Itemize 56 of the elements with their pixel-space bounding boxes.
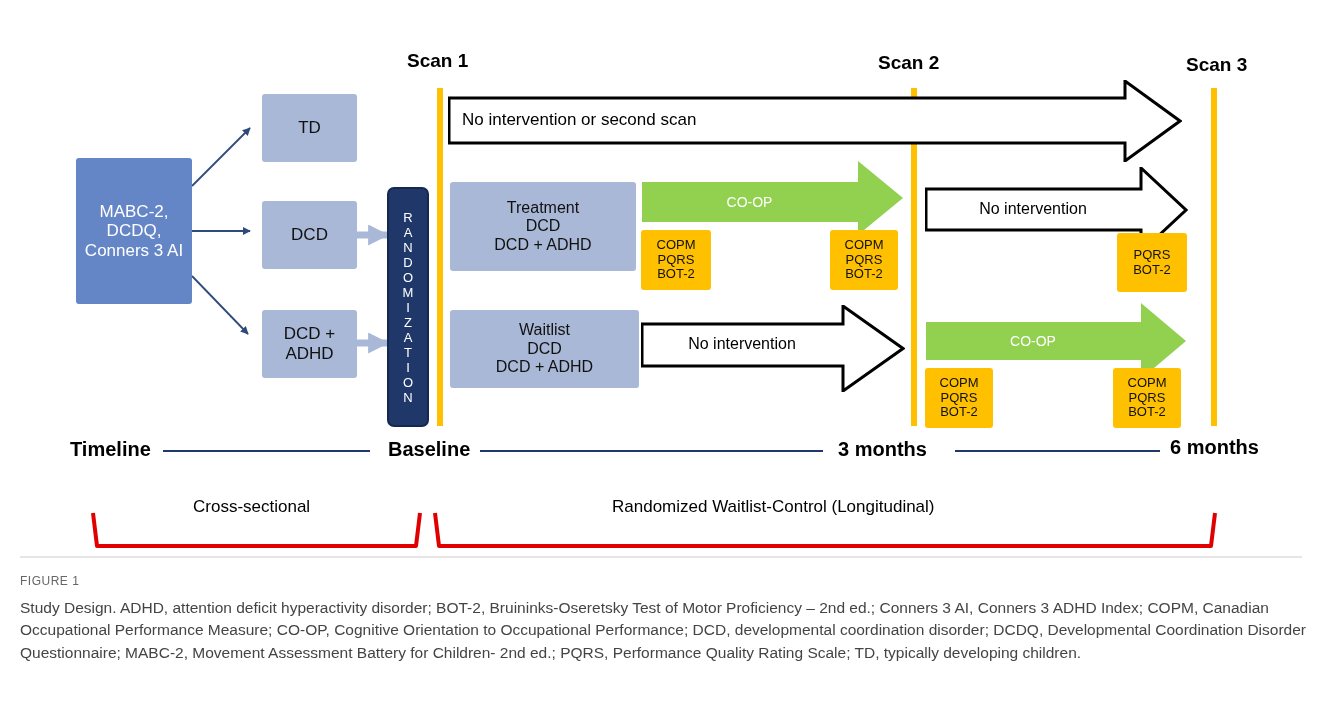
measures-box (1113, 368, 1181, 428)
screening-box (76, 158, 192, 304)
randomization-bar (387, 187, 429, 427)
box-label: DCD + ADHD (282, 324, 337, 364)
group-box (450, 182, 636, 271)
arrow-label: No intervention or second scan (462, 110, 697, 131)
group-box (450, 310, 639, 388)
box-label: PQRS (657, 252, 695, 268)
measures-box (830, 230, 898, 290)
box-label: DCD + ADHD (494, 235, 592, 255)
box-label: BOT-2 (845, 267, 883, 283)
box-label: BOT-2 (1128, 405, 1166, 421)
box-label: TD (298, 118, 321, 138)
box-label: DCD (525, 217, 561, 236)
box-label: PQRS (845, 252, 883, 268)
arrow-label: No intervention (687, 335, 797, 354)
section-label: Cross-sectional (193, 497, 311, 517)
section-label: Randomized Waitlist-Control (Longitudinal) (612, 497, 935, 517)
box-label: PQRS (940, 390, 978, 406)
box-label: BOT-2 (940, 405, 978, 421)
box-label: COPM (656, 237, 696, 253)
box-label: BOT-2 (1133, 262, 1171, 278)
timeline-label: 6 months (1170, 436, 1259, 459)
arrow (191, 127, 251, 187)
figure-number: FIGURE 1 (20, 574, 80, 588)
arrow (191, 227, 251, 235)
vertical-label: RANDOMIZATION (401, 209, 415, 405)
box-label: PQRS (1133, 247, 1171, 263)
measures-box (641, 230, 711, 290)
box-label: DCD (291, 225, 328, 245)
group-box (262, 94, 357, 162)
box-label: DCD + ADHD (495, 358, 594, 377)
arrow-label: CO-OP (725, 193, 774, 210)
box-label: PQRS (1128, 390, 1166, 406)
box-label: COPM (844, 237, 884, 253)
group-box (262, 310, 357, 378)
box-label: Waitlist (519, 321, 570, 340)
box-label: COPM (1127, 375, 1167, 391)
box-label: MABC-2, DCDQ, Conners 3 AI (83, 201, 185, 261)
box-label: Treatment (506, 198, 580, 218)
arrow (191, 275, 249, 335)
timeline-label: Baseline (388, 438, 471, 461)
timeline-label: 3 months (838, 438, 927, 461)
scan-label: Scan 1 (407, 50, 469, 72)
box-label: DCD (527, 339, 562, 359)
measures-box (1117, 233, 1187, 292)
box-label: COPM (939, 375, 979, 391)
scan-label: Scan 3 (1186, 54, 1248, 76)
scan-label: Scan 2 (878, 52, 940, 74)
measures-box (925, 368, 993, 428)
timeline-label: Timeline (70, 438, 151, 461)
arrow-label: CO-OP (1009, 332, 1057, 349)
arrow-label: No intervention (978, 199, 1088, 218)
box-label: BOT-2 (657, 267, 695, 283)
caption: Study Design. ADHD, attention deficit hyperactivity disorder; BOT-2, Bruininks-Oseretsky Test of Motor Proficiency – 2nd ed.; Conners 3 AI, Conners 3 ADHD Index; COPM, Canadian Occupational Performance Measure; CO-OP, Cognitive Orientation to Occupational Performance; DCD, developmental coordination disorder; DCDQ, Developmental Coordination Disorder Questionnaire; MABC-2, Movement Assessment Battery for Children- 2nd ed.; PQRS, Performance Quality Rating Scale; TD, typically developing children. (20, 598, 1307, 663)
group-box (262, 201, 357, 269)
